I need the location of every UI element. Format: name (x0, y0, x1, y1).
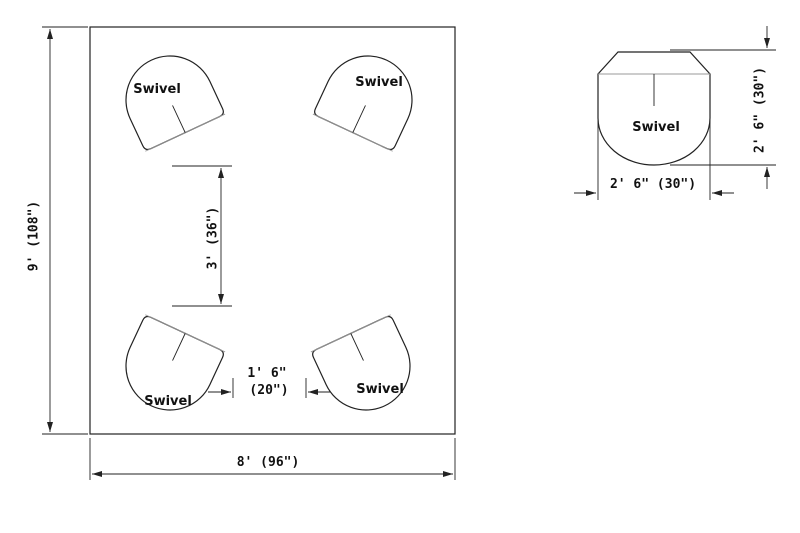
swivel-chair-top-left (125, 55, 226, 152)
chair-label-top-left: Swivel (133, 82, 181, 97)
room-outline (89, 26, 456, 435)
swivel-chair-detail (597, 51, 711, 166)
swivel-chair-bottom-right (310, 314, 411, 411)
chair-label-top-right: Swivel (355, 75, 403, 90)
aisle-dimension (208, 378, 331, 398)
room-width-dimension (89, 438, 456, 480)
chair-spacing-label: 3' (36") (206, 207, 221, 270)
swivel-chair-top-right (312, 55, 413, 152)
chair-spacing-dimension (172, 165, 232, 307)
room-depth-dimension (42, 26, 88, 435)
chair-label-bottom-right: Swivel (356, 382, 404, 397)
room-width-label: 8' (96") (237, 455, 300, 470)
swivel-chair-bottom-left (125, 314, 226, 411)
detail-width-label: 2' 6" (30") (610, 177, 696, 192)
chair-label-bottom-left: Swivel (144, 394, 192, 409)
detail-width-dimension (574, 120, 734, 200)
detail-depth-dimension (670, 26, 776, 189)
aisle-label-line2: (20") (249, 383, 288, 398)
chair-label-detail: Swivel (632, 120, 680, 135)
aisle-label-line1: 1' 6" (247, 366, 286, 381)
room-depth-label: 9' (108") (27, 201, 42, 271)
detail-depth-label: 2' 6" (30") (753, 67, 768, 153)
